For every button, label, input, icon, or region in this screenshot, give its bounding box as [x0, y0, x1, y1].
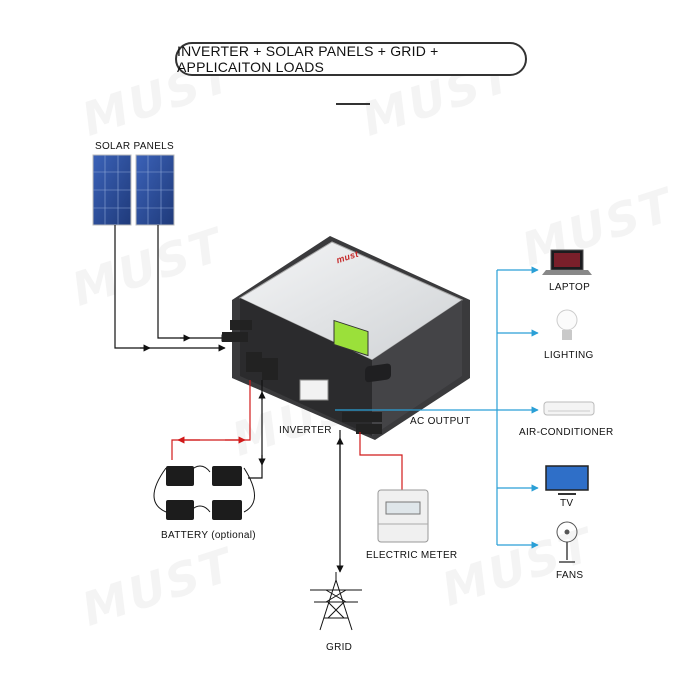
load-label-tv: TV — [560, 498, 574, 509]
load-label-air-conditioner: AIR-CONDITIONER — [519, 427, 614, 438]
laptop-icon — [542, 249, 592, 275]
solar-panels-label: SOLAR PANELS — [95, 141, 175, 152]
air-conditioner-icon — [543, 401, 595, 416]
tv-icon — [545, 465, 589, 495]
diagram-title: INVERTER + SOLAR PANELS + GRID + APPLICA… — [175, 42, 527, 76]
load-label-laptop: LAPTOP — [549, 282, 591, 293]
title-underline — [336, 103, 370, 105]
inverter-icon — [222, 236, 470, 440]
load-label-lighting: LIGHTING — [544, 350, 594, 361]
load-label-fans: FANS — [556, 570, 584, 581]
grid-label: GRID — [326, 642, 353, 653]
pv-cables — [114, 225, 229, 352]
ac-output-lines — [335, 266, 539, 549]
battery-bank-icon — [153, 465, 255, 520]
inverter-label: INVERTER — [279, 425, 332, 436]
grid-pylon-icon — [310, 572, 362, 631]
fan-icon — [556, 521, 578, 563]
grid-cables — [336, 430, 403, 573]
ac-output-label: AC OUTPUT — [410, 416, 471, 427]
electric-meter-label: ELECTRIC METER — [366, 550, 458, 561]
battery-label: BATTERY (optional) — [161, 530, 256, 541]
battery-cables — [171, 380, 266, 479]
solar-panels-icon — [92, 154, 175, 226]
bulb-icon — [556, 309, 578, 340]
electric-meter-icon — [377, 489, 429, 543]
